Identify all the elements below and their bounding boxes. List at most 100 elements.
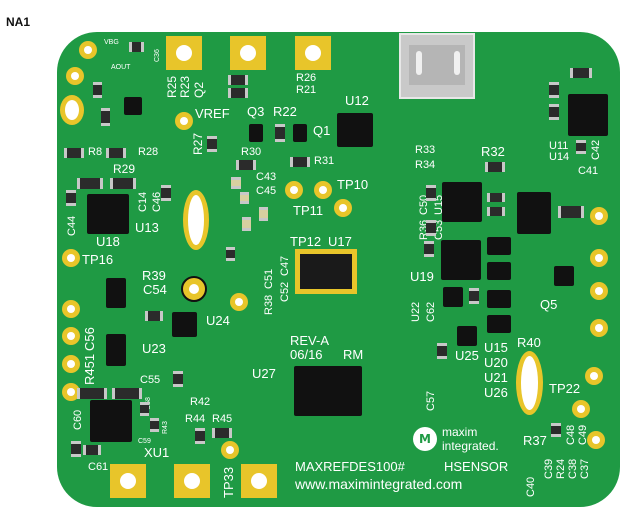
silk-c39: C39 xyxy=(543,458,555,479)
silk-tp10: TP10 xyxy=(337,177,369,192)
ic-u17-frame xyxy=(295,249,357,294)
silk-c43: C43 xyxy=(256,171,277,183)
silk-r26: R26 xyxy=(296,72,317,84)
silk-r31: R31 xyxy=(314,155,335,167)
logo-maxim-text: maxim xyxy=(442,425,478,439)
resistor-5 xyxy=(145,311,163,321)
test-point-right-4 xyxy=(590,319,608,337)
capacitor-1 xyxy=(242,217,251,231)
ic-right-1 xyxy=(517,192,551,234)
resistor-r44 xyxy=(195,428,205,444)
silk-c42: C42 xyxy=(590,139,602,160)
silk-u11: U11 xyxy=(549,140,569,152)
test-point-u24 xyxy=(230,293,248,311)
ic-u27 xyxy=(294,366,362,416)
silk-u15b: U15 xyxy=(484,340,508,355)
silk-c41: C41 xyxy=(578,165,599,177)
silk-c40: C40 xyxy=(525,476,537,497)
resistor-4 xyxy=(228,88,248,98)
silk-r451: R451 xyxy=(82,353,97,385)
resistor-r22 xyxy=(275,124,285,142)
capacitor-c45 xyxy=(240,192,249,204)
ic-small-r2 xyxy=(487,262,511,280)
silk-r24: R24 xyxy=(555,458,567,479)
silk-r21: R21 xyxy=(296,84,317,96)
pad-3-top xyxy=(295,36,331,70)
usb-slot-right xyxy=(454,51,460,75)
silk-rm: RM xyxy=(343,347,364,362)
silk-r30: R30 xyxy=(241,146,262,158)
test-point-tp11a xyxy=(285,181,303,199)
capacitor-u25 xyxy=(437,343,447,359)
logo-integrated-text: integrated. xyxy=(442,439,499,453)
silk-u22: U22 xyxy=(410,301,422,322)
silk-u13: U13 xyxy=(135,220,159,235)
via-large-hole xyxy=(189,284,199,294)
silk-vref: VREF xyxy=(195,106,230,121)
ic-small-r4 xyxy=(487,315,511,333)
resistor-r27 xyxy=(207,136,217,152)
test-point-left-4 xyxy=(62,383,80,401)
pad-bottom-2 xyxy=(174,464,210,498)
mounting-hole-left xyxy=(60,95,84,125)
resistor-6 xyxy=(487,193,505,202)
test-point-tp33 xyxy=(221,441,239,459)
silk-xu1: XU1 xyxy=(144,445,170,460)
capacitor-c58 xyxy=(140,402,149,416)
ic-u11 xyxy=(568,94,608,136)
silk-q1: Q1 xyxy=(313,123,331,138)
silk-u17: U17 xyxy=(328,234,352,249)
capacitor-c62 xyxy=(469,288,479,304)
capacitor-c42 xyxy=(576,140,586,154)
resistor-r32 xyxy=(485,162,505,172)
silk-c61: C61 xyxy=(88,461,109,473)
silk-r29: R29 xyxy=(113,162,136,176)
capacitor-c60 xyxy=(71,441,81,457)
test-point-vbg xyxy=(79,41,97,59)
resistor-3 xyxy=(228,75,248,85)
silk-r43: R43 xyxy=(162,421,169,434)
silk-u27: U27 xyxy=(252,366,276,381)
silk-date: 06/16 xyxy=(290,347,323,362)
silk-c36: C36 xyxy=(154,49,161,62)
silk-tp12: TP12 xyxy=(290,234,322,249)
resistor-r30 xyxy=(236,160,256,170)
silk-c38: C38 xyxy=(567,458,579,479)
silk-q5: Q5 xyxy=(540,297,558,312)
silk-r42: R42 xyxy=(190,396,211,408)
test-point-right-6 xyxy=(587,431,605,449)
silk-r32: R32 xyxy=(481,144,505,159)
silk-rev: REV-A xyxy=(290,333,330,348)
silk-c49: C49 xyxy=(577,424,589,445)
capacitor-c55b xyxy=(173,371,183,387)
test-point-tp10 xyxy=(314,181,332,199)
capacitor-u11b xyxy=(570,68,592,78)
silk-u25: U25 xyxy=(455,348,479,363)
silk-c52: C52 xyxy=(279,281,291,302)
transistor-q3 xyxy=(249,124,263,142)
capacitor-c50 xyxy=(426,185,436,201)
pad-bottom-3 xyxy=(241,464,277,498)
transistor-q5 xyxy=(554,266,574,286)
usb-slot-left xyxy=(416,51,422,75)
capacitor-c44 xyxy=(66,190,76,206)
ic-u19 xyxy=(441,240,481,280)
test-point-tp11 xyxy=(334,199,352,217)
capacitor-c36 xyxy=(129,42,144,52)
silk-r28: R28 xyxy=(138,146,159,158)
capacitor-r1 xyxy=(558,206,584,218)
silk-r38: R38 xyxy=(263,294,275,315)
resistor-1 xyxy=(93,82,102,98)
pad-q2-top xyxy=(166,36,202,70)
ic-small-1 xyxy=(124,97,142,115)
test-point-left-1 xyxy=(62,300,80,318)
silk-url: www.maximintegrated.com xyxy=(295,476,463,492)
ic-u17 xyxy=(300,254,352,289)
silk-tp16: TP16 xyxy=(82,252,114,267)
ic-u22 xyxy=(443,287,463,307)
silk-tp22: TP22 xyxy=(549,381,581,396)
silk-r45: R45 xyxy=(212,413,233,425)
transistor-q1 xyxy=(293,124,307,142)
ic-u24 xyxy=(172,312,197,337)
silk-r33: R33 xyxy=(415,144,436,156)
